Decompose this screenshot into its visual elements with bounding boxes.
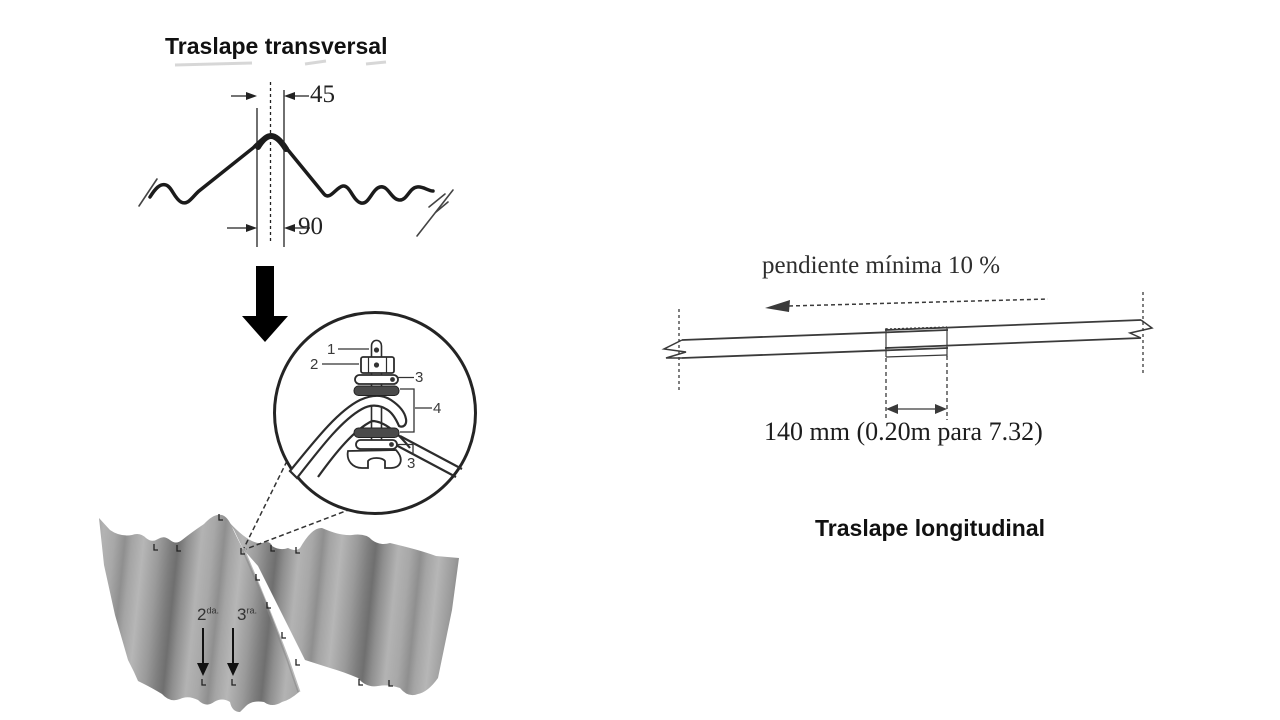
slope-note: pendiente mínima 10 % [762,252,1001,279]
part-label-washer-pair: 4 [433,400,442,417]
course-arrows [197,628,239,676]
dim-45-label: 45 [310,81,335,108]
mark-third-course: 3ra. [237,605,257,624]
transversal-title: Traslape transversal [165,33,388,59]
dim-90-label: 90 [298,213,323,240]
longitudinal-title: Traslape longitudinal [815,515,1046,541]
smudge-artifacts [174,59,387,67]
callout-cone [243,460,352,550]
fastener-detail-circle [273,311,477,515]
leader-lines [322,348,432,455]
part-label-washer-bottom: 3 [407,455,416,472]
corrugated-profile-drawing [138,132,454,237]
part-label-nut: 2 [310,356,319,373]
part-label-bolt: 1 [327,341,336,358]
part-label-washer-top: 3 [415,369,424,386]
down-arrow [242,266,288,342]
sheets-3d-rendering [99,514,459,712]
right-sheet [228,521,459,696]
overlap-dimension-text: 140 mm (0.20m para 7.32) [764,417,1043,446]
longitudinal-diagram [661,292,1154,420]
fastener-marks [153,514,393,687]
overlap-seam [241,548,301,693]
profile-dimension-lines [227,82,310,247]
mark-second-course: 2da. [197,605,219,624]
